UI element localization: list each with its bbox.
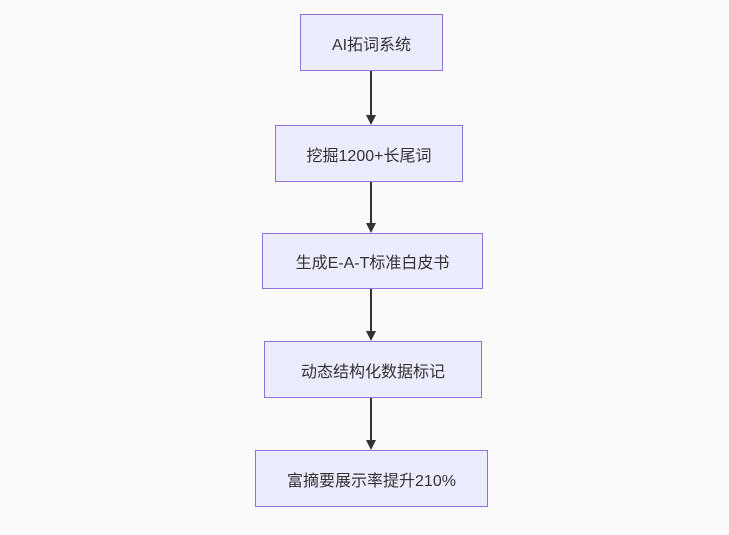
arrowhead-icon (366, 223, 376, 233)
flow-node-label: 富摘要展示率提升210% (287, 472, 456, 490)
flow-node-rich-snippet-rate-increase: 富摘要展示率提升210% (255, 450, 488, 507)
edge-line (370, 182, 372, 223)
edge-line (370, 71, 372, 115)
arrowhead-icon (366, 115, 376, 125)
flow-node-ai-word-expansion-system: AI拓词系统 (300, 14, 443, 71)
edge-arrow-b-c (365, 182, 377, 233)
flow-node-label: AI拓词系统 (331, 36, 412, 54)
edge-arrow-c-d (365, 289, 377, 341)
edge-arrow-a-b (365, 71, 377, 125)
arrowhead-icon (366, 331, 376, 341)
flow-node-mine-longtail-keywords: 挖掘1200+长尾词 (275, 125, 463, 182)
edge-arrow-d-e (365, 398, 377, 450)
flow-node-generate-eat-whitepaper: 生成E-A-T标准白皮书 (262, 233, 483, 289)
flow-node-label: 挖掘1200+长尾词 (306, 147, 432, 165)
flow-node-dynamic-structured-data-markup: 动态结构化数据标记 (264, 341, 482, 398)
edge-line (370, 398, 372, 440)
arrowhead-icon (366, 440, 376, 450)
edge-line (370, 289, 372, 331)
flow-node-label: 动态结构化数据标记 (300, 363, 445, 381)
flow-node-label: 生成E-A-T标准白皮书 (295, 255, 450, 272)
